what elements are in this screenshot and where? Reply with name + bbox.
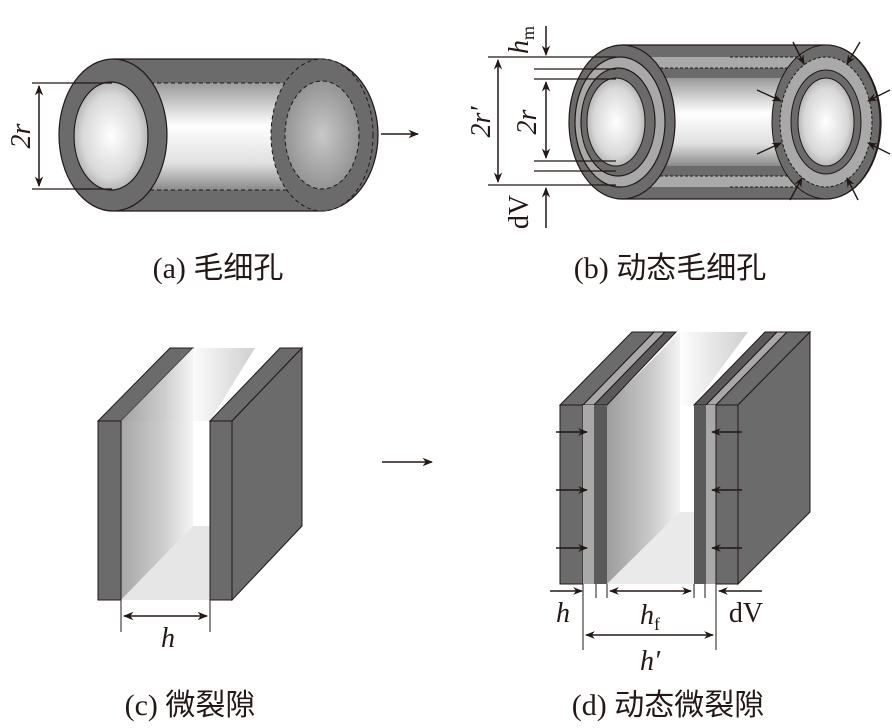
label-2r: 2r [512, 109, 543, 134]
panel-d-dynamic-microcrack: h hf dV h′ (d) 动态微裂隙 [550, 330, 812, 722]
label-h-prime: h′ [640, 646, 661, 677]
compression-arrows [756, 41, 891, 201]
label-2r-prime: 2r′ [466, 106, 497, 138]
left-inner-layer [594, 405, 607, 584]
label-dV: dV [504, 195, 535, 229]
caption-d: (d) 动态微裂隙 [572, 689, 764, 722]
front-hole [586, 77, 646, 167]
caption-b: (b) 动态毛细孔 [574, 252, 766, 285]
panel-b-dynamic-capillary: hm 2r′ 2r dV (b) 动态毛细孔 [466, 26, 891, 285]
panel-c-microcrack: h (c) 微裂隙 [96, 346, 434, 722]
caption-c: (c) 微裂隙 [125, 689, 256, 722]
far-end-hole [284, 80, 360, 190]
left-deposit-layer [583, 405, 594, 584]
label-dV: dV [729, 598, 763, 629]
compression-arrows [556, 428, 742, 552]
right-plate-front [715, 404, 739, 585]
right-inner-layer [694, 405, 706, 584]
label-hm: hm [504, 26, 538, 54]
slot-back-wall [121, 348, 193, 600]
far-end-hole [797, 77, 855, 167]
label-h: h [161, 623, 175, 654]
caption-a: (a) 毛细孔 [153, 252, 284, 285]
right-plate-front [209, 420, 233, 601]
right-plate-side [231, 346, 303, 602]
dim-2r-label: 2r [6, 123, 37, 148]
right-deposit-layer [706, 405, 716, 584]
front-hole [73, 81, 149, 191]
panel-a-capillary: 2r (a) 毛细孔 [6, 58, 420, 285]
label-h: h [556, 598, 570, 629]
left-plate-front [97, 420, 122, 601]
slot-back-wall [607, 332, 680, 584]
label-hf: hf [640, 600, 660, 634]
